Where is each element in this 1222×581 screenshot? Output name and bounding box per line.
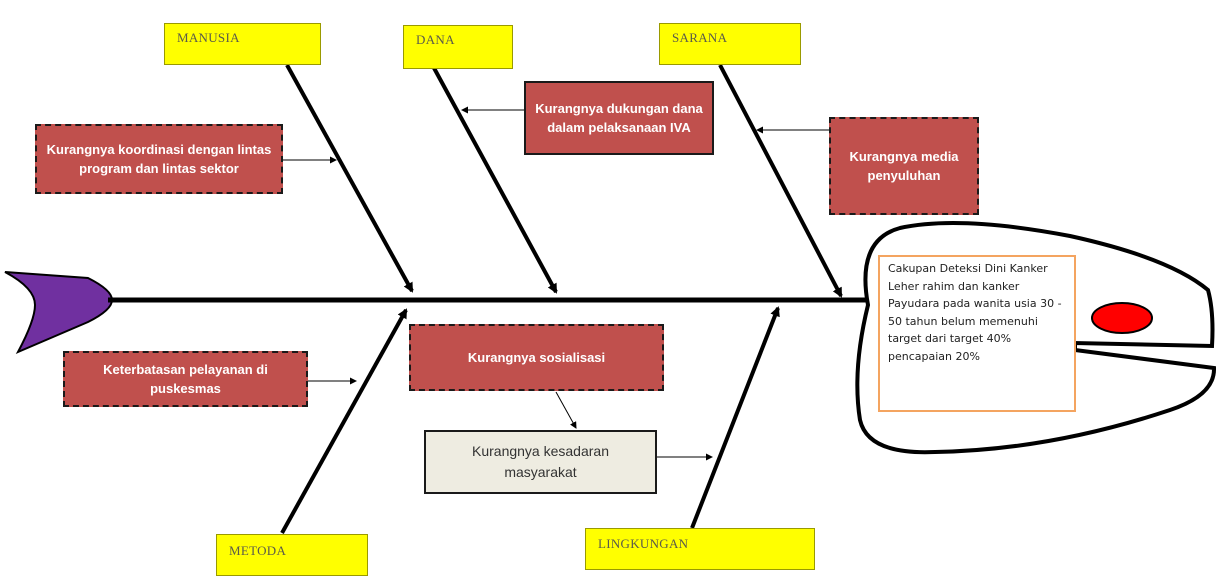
cause-dukungan-dana: Kurangnya dukungan dana dalam pelaksanaa… bbox=[524, 81, 714, 155]
bone-lingkungan bbox=[690, 306, 780, 529]
bone-metoda bbox=[280, 308, 408, 534]
fish-eye bbox=[1091, 302, 1153, 334]
category-dana: DANA bbox=[403, 25, 513, 69]
bone-manusia bbox=[285, 64, 414, 293]
bone-dana bbox=[432, 67, 558, 294]
effect-box: Cakupan Deteksi Dini Kanker Leher rahim … bbox=[878, 255, 1076, 412]
bone-sarana bbox=[718, 64, 843, 298]
arrow-sosialisasi bbox=[555, 391, 577, 429]
category-lingkungan: LINGKUNGAN bbox=[585, 528, 815, 570]
category-manusia: MANUSIA bbox=[164, 23, 321, 65]
category-sarana: SARANA bbox=[659, 23, 801, 65]
cause-koordinasi: Kurangnya koordinasi dengan lintas progr… bbox=[35, 124, 283, 194]
cause-kesadaran: Kurangnya kesadaran masyarakat bbox=[424, 430, 657, 494]
fish-tail bbox=[4, 271, 114, 355]
cause-pelayanan: Keterbatasan pelayanan di puskesmas bbox=[63, 351, 308, 407]
cause-media: Kurangnya media penyuluhan bbox=[829, 117, 979, 215]
cause-sosialisasi: Kurangnya sosialisasi bbox=[409, 324, 664, 391]
category-metoda: METODA bbox=[216, 534, 368, 576]
